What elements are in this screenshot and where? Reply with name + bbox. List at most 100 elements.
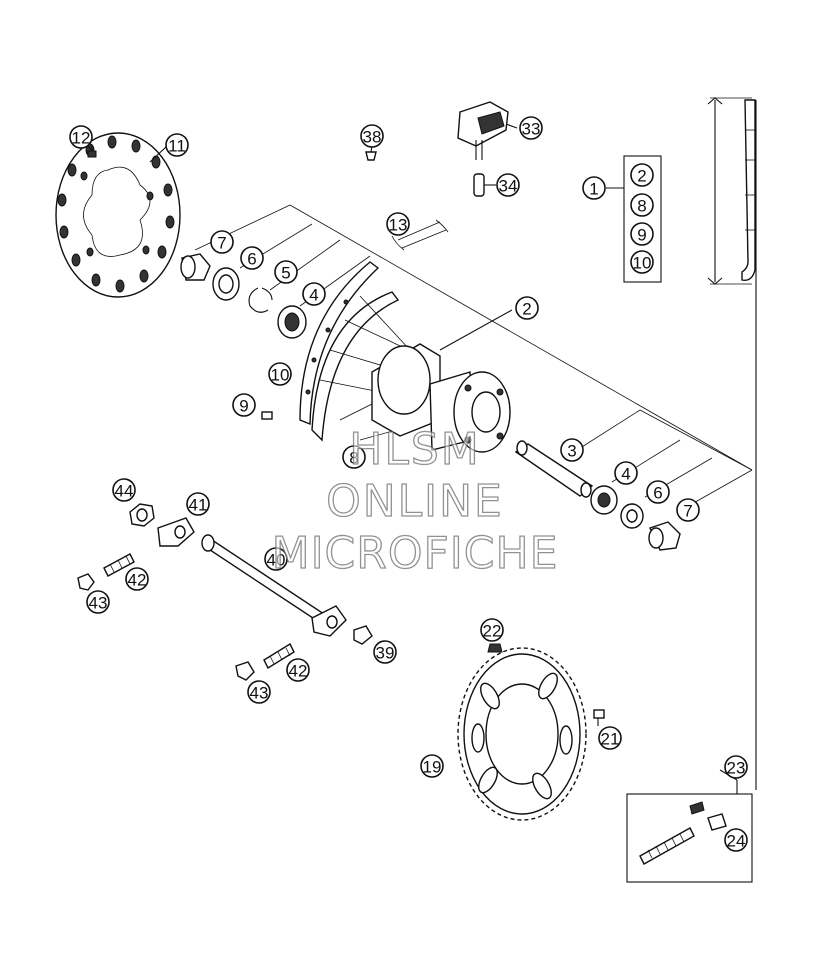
kit-callout-8[interactable]: 8 [630, 193, 654, 217]
callout-23[interactable]: 23 [724, 755, 748, 779]
svg-text:6: 6 [247, 250, 256, 269]
callout-2[interactable]: 2 [515, 296, 539, 320]
svg-text:9: 9 [239, 397, 248, 416]
svg-text:9: 9 [637, 226, 646, 245]
callout-13[interactable]: 13 [386, 212, 410, 236]
adjuster-nut-left[interactable] [77, 573, 95, 591]
callout-12[interactable]: 12 [69, 125, 93, 149]
svg-text:10: 10 [633, 254, 652, 273]
kit-callout-10[interactable]: 10 [630, 250, 654, 274]
svg-text:21: 21 [601, 730, 620, 749]
chain-master-link[interactable] [689, 801, 727, 831]
kit-box [606, 155, 662, 283]
callout-24[interactable]: 24 [724, 828, 748, 852]
left-spacer[interactable] [180, 253, 211, 281]
callout-34[interactable]: 34 [496, 173, 520, 197]
kit-callout-9[interactable]: 9 [630, 222, 654, 246]
adjuster-screw-left[interactable] [103, 553, 135, 577]
svg-text:2: 2 [637, 167, 646, 186]
rear-axle[interactable] [201, 534, 347, 637]
svg-text:41: 41 [189, 496, 208, 515]
rim-segment[interactable] [299, 261, 400, 442]
callout-5[interactable]: 5 [274, 260, 298, 284]
left-seal[interactable] [212, 267, 240, 301]
callout-38[interactable]: 38 [360, 124, 384, 148]
svg-text:4: 4 [309, 286, 318, 305]
rear-hub[interactable] [371, 343, 511, 453]
axle-nut-left[interactable] [129, 503, 155, 527]
svg-text:6: 6 [653, 484, 662, 503]
svg-text:43: 43 [250, 684, 269, 703]
callout-4[interactable]: 4 [302, 282, 326, 306]
callout-4-right[interactable]: 4 [614, 461, 638, 485]
svg-text:34: 34 [499, 177, 518, 196]
small-nipple[interactable] [365, 151, 377, 161]
svg-text:11: 11 [168, 137, 186, 156]
svg-text:40: 40 [267, 551, 286, 570]
svg-text:3: 3 [567, 442, 576, 461]
callout-42[interactable]: 42 [125, 567, 149, 591]
callout-8[interactable]: 8 [342, 445, 366, 469]
svg-text:7: 7 [217, 234, 226, 253]
left-bearing[interactable] [277, 305, 307, 339]
callout-11[interactable]: 11 [165, 133, 189, 157]
svg-text:23: 23 [727, 759, 746, 778]
callout-6[interactable]: 6 [240, 246, 264, 270]
svg-text:22: 22 [483, 622, 502, 641]
callout-43-lower[interactable]: 43 [247, 680, 271, 704]
svg-text:8: 8 [349, 449, 358, 468]
adjuster-nut-right[interactable] [235, 661, 255, 681]
svg-text:42: 42 [289, 662, 308, 681]
callout-41[interactable]: 41 [186, 492, 210, 516]
kit-callout-2[interactable]: 2 [630, 163, 654, 187]
guide-screw[interactable] [473, 173, 485, 197]
right-seal[interactable] [620, 503, 644, 529]
drive-chain[interactable] [639, 827, 695, 865]
rear-sprocket[interactable] [457, 647, 587, 821]
disc-bolt[interactable] [87, 146, 97, 158]
sprocket-nut[interactable] [487, 643, 503, 653]
callout-21[interactable]: 21 [598, 726, 622, 750]
callout-1[interactable]: 1 [582, 176, 606, 200]
svg-text:2: 2 [522, 300, 531, 319]
callout-33[interactable]: 33 [519, 116, 543, 140]
chain-guide-block[interactable] [457, 101, 509, 160]
right-bearing[interactable] [590, 485, 618, 515]
svg-text:7: 7 [683, 502, 692, 521]
axle-sleeve[interactable] [514, 440, 594, 498]
callout-9[interactable]: 9 [232, 393, 256, 417]
brake-disc[interactable] [55, 132, 181, 298]
sprocket-bolt[interactable] [593, 709, 605, 726]
bolt-small[interactable] [261, 411, 273, 420]
callout-42-lower[interactable]: 42 [286, 658, 310, 682]
callout-6-right[interactable]: 6 [646, 480, 670, 504]
callout-44[interactable]: 44 [112, 478, 136, 502]
callout-3[interactable]: 3 [560, 438, 584, 462]
svg-text:42: 42 [128, 571, 147, 590]
chain-adjuster-left[interactable] [157, 517, 195, 547]
right-spacer[interactable] [648, 521, 681, 551]
svg-text:43: 43 [89, 594, 108, 613]
leader-lines [87, 123, 738, 781]
rim-tape[interactable] [391, 219, 449, 251]
axle-nut-right[interactable] [353, 625, 373, 645]
callout-40[interactable]: 40 [264, 547, 288, 571]
adjuster-screw-right[interactable] [263, 643, 295, 669]
left-circlip[interactable] [248, 287, 273, 313]
callout-43[interactable]: 43 [86, 590, 110, 614]
svg-text:39: 39 [376, 644, 395, 663]
svg-text:4: 4 [621, 465, 630, 484]
callout-22[interactable]: 22 [480, 618, 504, 642]
svg-text:33: 33 [522, 120, 541, 139]
spoke-set[interactable] [707, 97, 757, 790]
callout-7[interactable]: 7 [210, 230, 234, 254]
callout-19[interactable]: 19 [420, 754, 444, 778]
callout-39[interactable]: 39 [373, 640, 397, 664]
svg-text:24: 24 [727, 832, 746, 851]
svg-text:8: 8 [637, 197, 646, 216]
svg-text:38: 38 [363, 128, 382, 147]
svg-text:10: 10 [271, 366, 290, 385]
callout-7-right[interactable]: 7 [676, 498, 700, 522]
callout-10[interactable]: 10 [268, 362, 292, 386]
